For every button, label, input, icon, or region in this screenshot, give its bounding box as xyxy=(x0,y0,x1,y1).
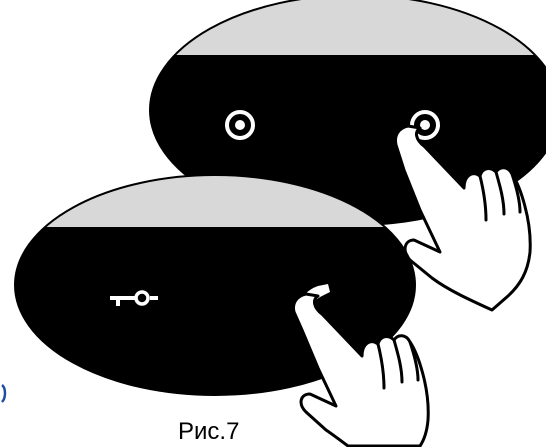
upper-panel-top-strip xyxy=(140,0,546,55)
edge-mark xyxy=(2,385,5,402)
figure-caption: Рис.7 xyxy=(178,420,239,444)
